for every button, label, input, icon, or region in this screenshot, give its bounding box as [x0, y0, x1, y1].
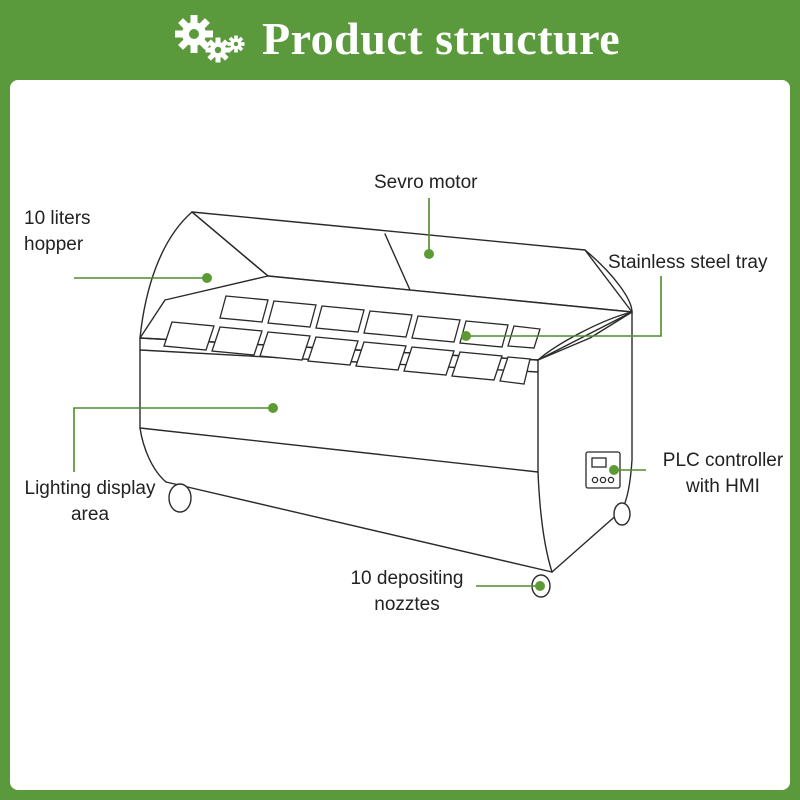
label-plc-line1: PLC controller: [662, 450, 784, 471]
label-nozzles-line2: nozztes: [374, 594, 440, 615]
label-servo-motor-line1: Sevro motor: [374, 172, 478, 193]
label-plc-line2: with HMI: [686, 476, 760, 497]
label-servo-motor: Sevro motor: [374, 170, 477, 196]
machine-outline: [139, 211, 633, 573]
label-hopper: 10 liters hopper: [24, 206, 91, 258]
label-nozzles-line1: 10 depositing: [350, 568, 464, 589]
label-plc-controller: PLC controller with HMI: [654, 448, 792, 500]
tray-slots: [163, 295, 541, 385]
label-hopper-line2: hopper: [24, 234, 84, 255]
leader-lines: [73, 198, 662, 587]
label-tray-line1: Stainless steel tray: [608, 252, 768, 273]
label-depositing-nozzles: 10 depositing nozztes: [340, 566, 474, 618]
diagram-panel: [10, 80, 790, 790]
gears-icon: [175, 15, 245, 63]
label-lighting-display-area: Lighting display area: [16, 476, 164, 528]
page-title: Product structure: [262, 13, 621, 64]
label-hopper-line1: 10 liters: [24, 208, 91, 229]
header-bar: Product structure: [0, 0, 800, 78]
label-lighting-line1: Lighting display: [24, 478, 156, 499]
label-lighting-line2: area: [70, 504, 110, 525]
plc-controller-box: [585, 451, 621, 489]
label-stainless-steel-tray: Stainless steel tray: [608, 250, 767, 276]
callout-dots: [202, 249, 619, 591]
